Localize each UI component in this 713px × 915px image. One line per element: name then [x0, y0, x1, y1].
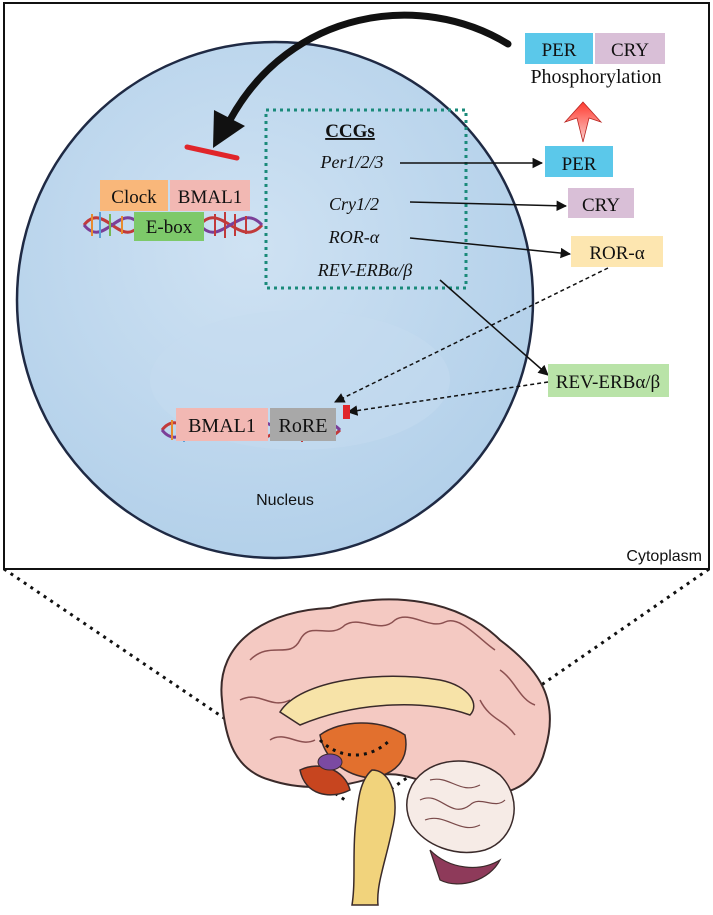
bmal1-bottom-label: BMAL1 [188, 415, 256, 437]
ror-to-rore-arrow [334, 267, 609, 403]
red-up-arrow-icon [563, 101, 603, 143]
phosphorylation-label: Phosphorylation [530, 66, 661, 88]
phos-cry-bg [595, 33, 665, 64]
brain-illustration [220, 598, 551, 906]
clock-label: Clock [111, 187, 157, 208]
per-gene-label: Per1/2/3 [320, 152, 384, 172]
rore-label: RoRE [279, 415, 328, 437]
cry-gene-label: Cry1/2 [329, 194, 379, 214]
phos-cry-label: CRY [611, 40, 649, 61]
ror-protein-label: ROR-α [589, 243, 644, 264]
clock-bg [100, 180, 168, 211]
reverb-arrow [439, 279, 549, 376]
reverb-to-rore-arrow [346, 381, 549, 416]
ror-protein-bg [571, 236, 663, 267]
per-protein-label: PER [562, 154, 597, 175]
bmal1-top-label: BMAL1 [178, 187, 242, 208]
reverb-protein-label: REV-ERBα/β [556, 372, 660, 393]
inhibition-bar-icon [184, 144, 240, 161]
ccgs-title: CCGs [325, 121, 375, 142]
cry-protein-label: CRY [582, 195, 620, 216]
phos-per-bg [525, 33, 593, 64]
reverb-gene-label: REV-ERBα/β [317, 260, 412, 280]
cytoplasm-label: Cytoplasm [626, 548, 702, 565]
nucleus-circle [15, 40, 535, 560]
cry-protein-bg [568, 188, 634, 218]
rore-bg [270, 408, 336, 441]
nucleus-label: Nucleus [256, 492, 314, 509]
rore-inhibit-mark [343, 405, 350, 419]
feedback-arrowhead [213, 110, 245, 148]
bmal1-bottom-bg [176, 408, 268, 441]
ebox-label: E-box [146, 217, 193, 238]
ror-gene-label: ROR-α [328, 227, 380, 247]
ccg-box [264, 108, 468, 290]
cry-arrow [409, 200, 568, 212]
feedback-arrow [226, 11, 512, 124]
per-protein-bg [545, 146, 613, 177]
reverb-protein-bg [548, 364, 669, 397]
phos-per-label: PER [542, 40, 577, 61]
ebox-bg [134, 212, 204, 241]
bmal1-top-bg [170, 180, 250, 211]
ror-arrow [409, 237, 572, 259]
